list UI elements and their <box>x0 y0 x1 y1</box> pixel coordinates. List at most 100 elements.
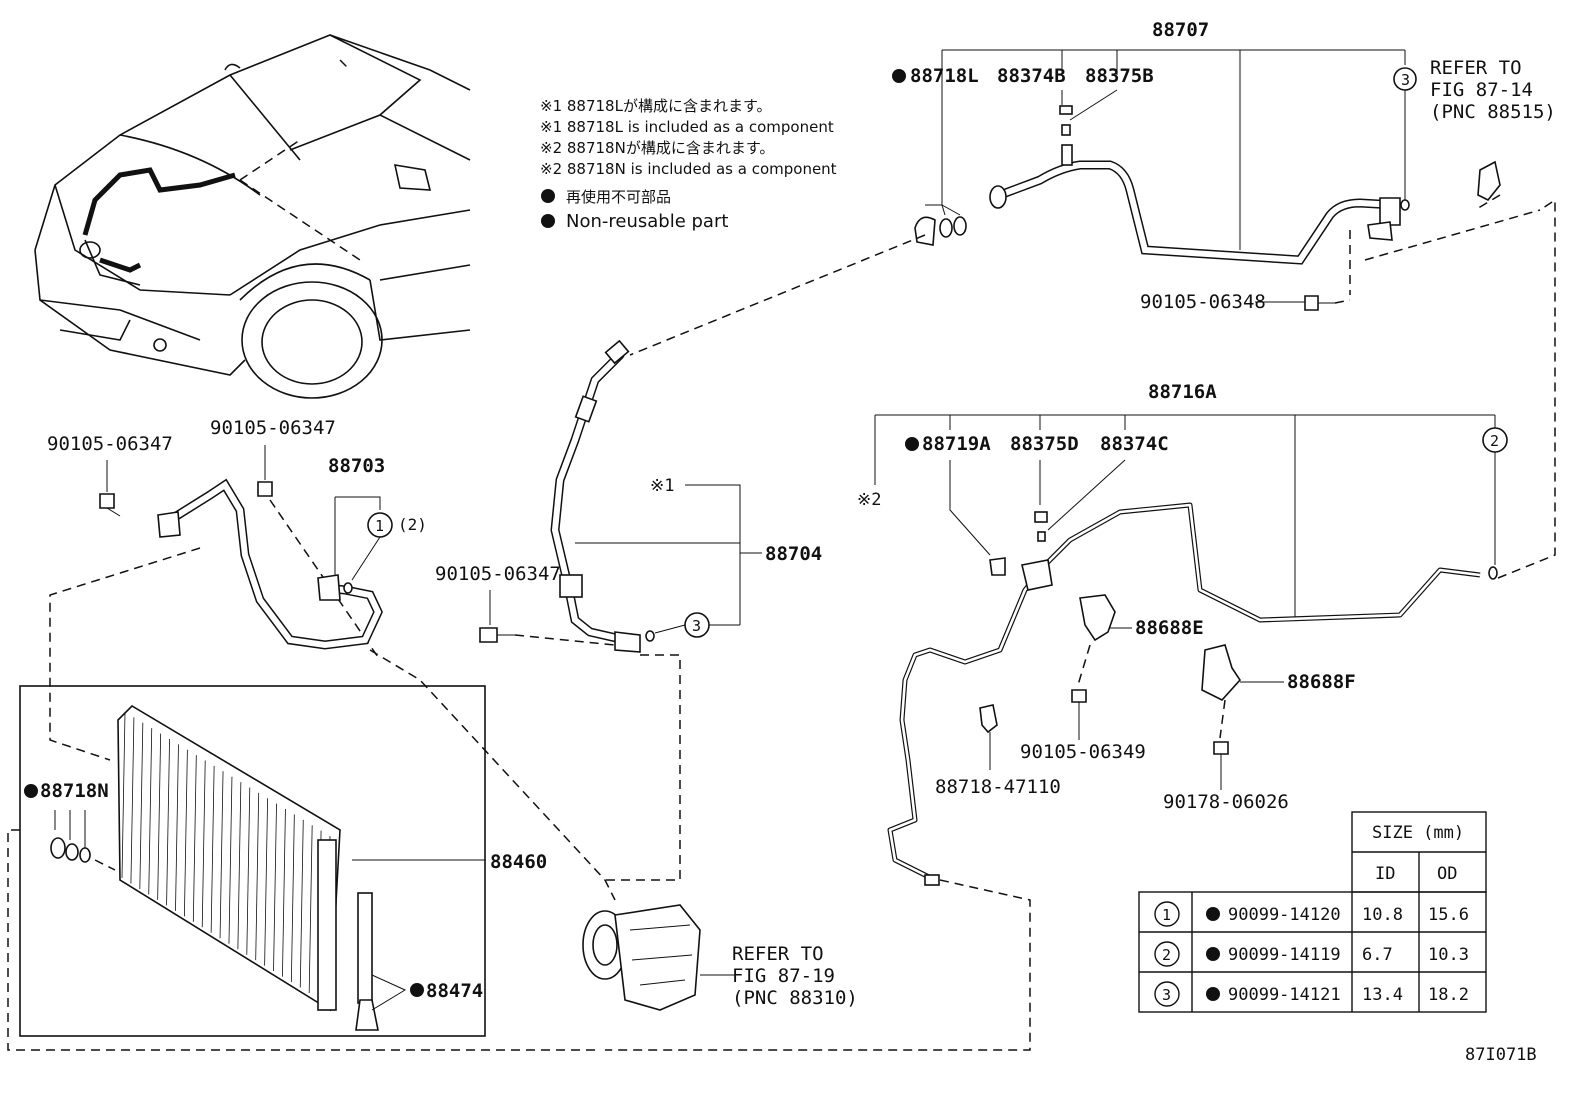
expansion-valve-part <box>1477 160 1501 202</box>
refer-fig-87-19-line3: (PNC 88310) <box>732 987 858 1009</box>
table-header-id: ID <box>1375 864 1395 884</box>
label-88374C: 88374C <box>1100 433 1169 455</box>
figure-code: 87I071B <box>1465 1045 1537 1065</box>
nonreusable-bullet-icon <box>892 69 906 83</box>
desiccant-part <box>357 892 373 1004</box>
table-row-od: 10.3 <box>1428 945 1469 965</box>
svg-text:3: 3 <box>692 617 701 635</box>
label-90105-06349: 90105-06349 <box>1020 741 1146 763</box>
condenser-fin <box>192 755 197 922</box>
table-header-od: OD <box>1437 864 1457 884</box>
table-row-circle <box>1154 981 1180 1007</box>
label-88460: 88460 <box>490 851 547 873</box>
condenser-fin <box>130 717 135 884</box>
label-88374B: 88374B <box>997 65 1066 87</box>
cap-part <box>1059 105 1073 115</box>
svg-text:3: 3 <box>1401 71 1410 89</box>
bolt-part <box>1304 295 1319 311</box>
note-line-1: ※1 88718Lが構成に含まれます。 <box>540 97 771 115</box>
label-88716A: 88716A <box>1148 381 1217 403</box>
note-line-3: ※2 88718Nが構成に含まれます。 <box>540 139 774 157</box>
nonreusable-en: Non-reusable part <box>566 211 728 232</box>
label-88375B: 88375B <box>1085 65 1154 87</box>
condenser-assembly: 88474 88718N 88460 <box>7 685 600 1051</box>
note-line-4: ※2 88718N is included as a component <box>540 160 837 178</box>
condenser-fin <box>273 803 277 972</box>
condenser-fin <box>228 776 233 944</box>
vehicle-illustration <box>34 34 471 399</box>
svg-text:1: 1 <box>375 517 384 535</box>
label-88704: 88704 <box>765 543 822 565</box>
table-row-number: 1 <box>1162 906 1171 924</box>
table-row-number: 3 <box>1162 986 1171 1004</box>
table-row-part: 90099-14120 <box>1228 905 1341 925</box>
condenser-fin <box>210 765 215 933</box>
label-90105-06348: 90105-06348 <box>1140 291 1266 313</box>
note-line-2: ※1 88718L is included as a component <box>540 118 834 136</box>
label-88688E: 88688E <box>1135 617 1204 639</box>
nonreusable-jp: 再使用不可部品 <box>566 188 671 206</box>
label-88703-sub: (2) <box>398 515 427 534</box>
label-88718N: 88718N <box>40 780 109 802</box>
table-row-circle <box>1154 901 1180 927</box>
label-90105-06347-c: 90105-06347 <box>435 563 561 585</box>
label-88375D: 88375D <box>1010 433 1079 455</box>
bracket-88688E-part <box>1079 594 1116 642</box>
nonreusable-bullet-icon <box>905 437 919 451</box>
mark-2: ※2 <box>857 490 881 510</box>
bullet-icon <box>541 214 555 228</box>
label-90105-06347-b: 90105-06347 <box>210 417 336 439</box>
label-88719A: 88719A <box>922 433 991 455</box>
nonreusable-bullet-icon <box>410 983 424 997</box>
condenser-box <box>19 685 486 1037</box>
condenser-fin <box>246 787 251 955</box>
condenser-fin <box>201 760 206 928</box>
compressor-part: REFER TO FIG 87-19 (PNC 88310) <box>582 904 858 1011</box>
notes-block: ※1 88718Lが構成に含まれます。 ※1 88718L is include… <box>540 97 837 232</box>
label-88688F: 88688F <box>1287 671 1356 693</box>
refer-fig-87-14-line1: REFER TO <box>1430 57 1522 79</box>
valve-core-part <box>1061 124 1071 136</box>
condenser-fin <box>121 711 126 879</box>
table-row-od: 18.2 <box>1428 985 1469 1005</box>
label-90178-06026: 90178-06026 <box>1163 791 1289 813</box>
condenser-fin <box>308 825 313 994</box>
assembly-88704: ※1 88704 3 90105-06347 <box>435 339 822 881</box>
nonreusable-bullet-icon <box>24 784 38 798</box>
svg-text:2: 2 <box>1490 432 1499 450</box>
table-row-part: 90099-14119 <box>1228 945 1341 965</box>
condenser-fin <box>166 738 170 906</box>
label-88703: 88703 <box>328 455 385 477</box>
table-row-id: 13.4 <box>1362 985 1403 1005</box>
label-88707: 88707 <box>1152 19 1209 41</box>
assembly-88703: 90105-06347 90105-06347 88703 1 (2) <box>47 417 616 901</box>
condenser-fin <box>237 782 242 950</box>
label-88718L: 88718L <box>910 65 979 87</box>
refer-fig-87-14-line2: FIG 87-14 <box>1430 79 1533 101</box>
condenser-fin <box>290 814 295 983</box>
refer-fig-87-19-line1: REFER TO <box>732 943 824 965</box>
table-row-od: 15.6 <box>1428 905 1469 925</box>
refer-fig-87-14-line3: (PNC 88515) <box>1430 101 1556 123</box>
refer-fig-87-19-line2: FIG 87-19 <box>732 965 835 987</box>
bracket-88688F-part <box>1201 644 1242 701</box>
condenser-fin <box>175 744 179 911</box>
condenser-fin <box>219 771 224 939</box>
condenser-fin <box>282 809 286 977</box>
sensor-part <box>979 704 998 734</box>
bullet-icon <box>541 189 555 203</box>
condenser-fin <box>264 798 269 966</box>
nonreusable-bullet-icon <box>1206 947 1220 961</box>
nonreusable-bullet-icon <box>1206 987 1220 1001</box>
condenser-fin <box>139 722 144 889</box>
table-row-part: 90099-14121 <box>1228 985 1341 1005</box>
nonreusable-bullet-icon <box>1206 907 1220 921</box>
assembly-88707: 88707 88718L 88374B 88375B 3 REFER TO <box>629 19 1556 356</box>
label-90105-06347-a: 90105-06347 <box>47 433 173 455</box>
condenser-fin <box>255 792 260 961</box>
table-row-id: 6.7 <box>1362 945 1393 965</box>
condenser-fin <box>157 733 162 900</box>
label-88718-47110: 88718-47110 <box>935 776 1061 798</box>
